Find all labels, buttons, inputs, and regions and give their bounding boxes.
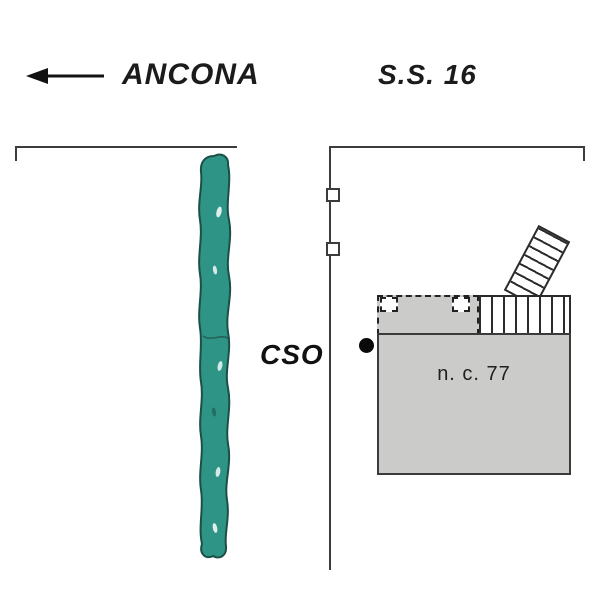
hedge bbox=[198, 153, 232, 559]
annex-pillar-2 bbox=[452, 297, 470, 312]
road-edge-tick-right bbox=[583, 146, 585, 161]
road-edge-tick-left bbox=[15, 146, 17, 161]
road-edge-vertical bbox=[329, 146, 331, 570]
cso-label: CSO bbox=[260, 339, 324, 370]
road-edge-top-left bbox=[15, 146, 237, 148]
road-edge-top-right bbox=[329, 146, 585, 148]
left-arrow-icon bbox=[26, 68, 104, 84]
marker-square-1 bbox=[326, 188, 340, 202]
annex-pillar-1 bbox=[380, 297, 398, 312]
cso-dot bbox=[359, 338, 374, 353]
route-label: S.S. 16 bbox=[378, 59, 477, 90]
marker-square-2 bbox=[326, 242, 340, 256]
ancona-label: ANCONA bbox=[122, 58, 260, 91]
building-block bbox=[377, 333, 571, 475]
building-label: n. c. 77 bbox=[437, 363, 511, 385]
hatched-strip bbox=[479, 295, 571, 335]
